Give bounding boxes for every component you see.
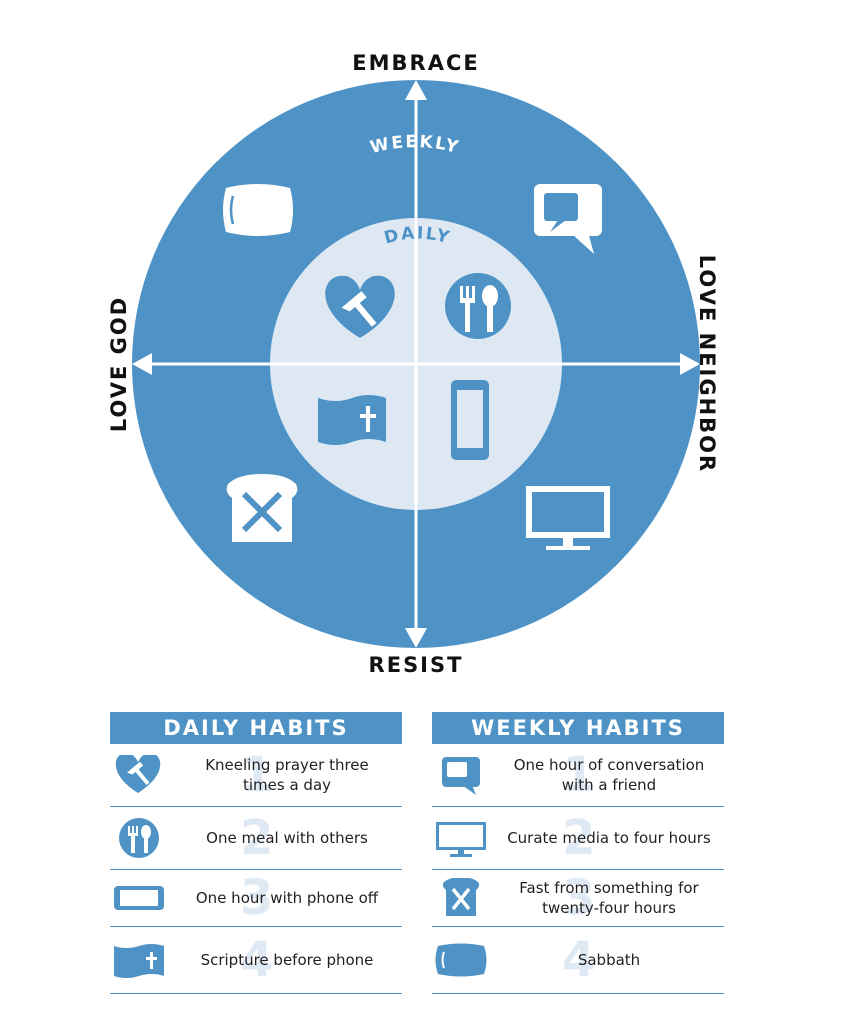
list-item: 1 Kneeling prayer three times a day — [110, 744, 402, 807]
axis-label-resist: RESIST — [369, 653, 464, 677]
fork-spoon-icon — [445, 273, 511, 339]
row-number: 3 — [562, 870, 596, 926]
axis-label-love-god: LOVE GOD — [107, 296, 131, 432]
habit-text: Scripture before phone — [172, 950, 402, 970]
list-item: 4 Sabbath — [432, 927, 724, 994]
habit-text: One hour of conversation with a friend — [494, 755, 724, 795]
row-number: 1 — [562, 747, 596, 803]
habit-line-2: with a friend — [561, 776, 657, 794]
habit-line-2: twenty-four hours — [542, 899, 676, 917]
axis-label-embrace: EMBRACE — [352, 51, 479, 75]
weekly-habits-title: WEEKLY HABITS — [432, 712, 724, 744]
bread-cross-icon — [226, 474, 298, 542]
row-number: 4 — [562, 932, 596, 988]
monitor-icon — [526, 486, 610, 550]
heart-hammer-icon — [115, 755, 161, 793]
habits-diagram: EMBRACE RESIST LOVE GOD LOVE NEIGHBOR WE… — [107, 51, 719, 677]
habit-line-1: One hour of conversation — [513, 756, 705, 774]
habit-line-1: One hour with phone off — [195, 889, 379, 907]
pillow-icon — [223, 184, 293, 236]
pillow-icon — [435, 943, 487, 977]
phone-icon — [451, 380, 489, 460]
habit-line-1: Curate media to four hours — [507, 829, 711, 847]
speech-bubble-icon — [442, 757, 480, 795]
speech-bubble-icon — [534, 184, 602, 254]
habit-line-1: Kneeling prayer three — [205, 756, 369, 774]
list-item: 4 Scripture before phone — [110, 927, 402, 994]
daily-habits-panel: DAILY HABITS 1 Kneeling prayer three tim… — [110, 712, 402, 994]
list-item: 1 One hour of conversation with a friend — [432, 744, 724, 807]
axis-label-love-neighbor: LOVE NEIGHBOR — [695, 255, 719, 473]
list-item: 3 Fast from something for twenty-four ho… — [432, 870, 724, 927]
list-item: 3 One hour with phone off — [110, 870, 402, 927]
habit-line-1: Scripture before phone — [200, 951, 374, 969]
list-item: 2 Curate media to four hours — [432, 807, 724, 870]
row-number: 1 — [240, 747, 274, 803]
row-number: 4 — [240, 932, 274, 988]
habit-text: Kneeling prayer three times a day — [172, 755, 402, 795]
daily-habits-title: DAILY HABITS — [110, 712, 402, 744]
habit-text: Sabbath — [494, 950, 724, 970]
bread-cross-icon — [442, 878, 480, 916]
bible-icon — [318, 395, 386, 445]
heart-hammer-icon — [325, 275, 395, 338]
habit-text: Curate media to four hours — [494, 828, 724, 848]
habit-line-1: One meal with others — [206, 829, 368, 847]
row-number: 3 — [240, 870, 274, 926]
habit-line-1: Fast from something for — [519, 879, 699, 897]
weekly-habits-panel: WEEKLY HABITS 1 One hour of conversation… — [432, 712, 724, 994]
habit-line-2: times a day — [242, 776, 332, 794]
row-number: 2 — [240, 810, 274, 866]
phone-landscape-icon — [114, 886, 164, 910]
monitor-icon — [436, 822, 486, 857]
row-number: 2 — [562, 810, 596, 866]
bible-icon — [114, 944, 164, 978]
fork-spoon-icon — [119, 818, 159, 858]
habit-text: One hour with phone off — [172, 888, 402, 908]
list-item: 2 One meal with others — [110, 807, 402, 870]
horizontal-axis — [132, 353, 700, 375]
habit-text: One meal with others — [172, 828, 402, 848]
habit-text: Fast from something for twenty-four hour… — [494, 878, 724, 918]
habit-line-1: Sabbath — [577, 951, 641, 969]
